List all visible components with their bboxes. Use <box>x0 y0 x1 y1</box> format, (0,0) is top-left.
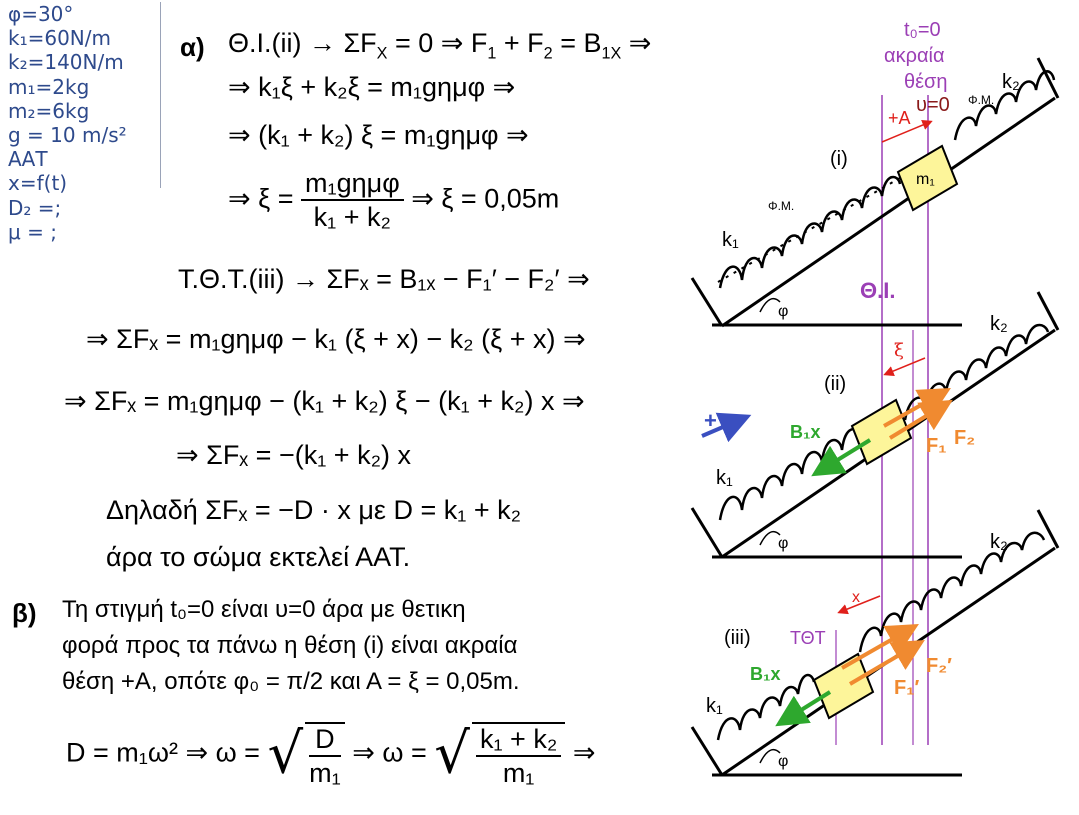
label-plus-a: +A <box>888 108 911 128</box>
label-k1-i: k₁ <box>722 229 739 251</box>
given-m2: m₂=6kg <box>8 98 90 123</box>
label-x: x <box>852 589 860 606</box>
state-ii <box>690 291 1060 559</box>
part-b-text-2: φορά προς τα πάνω η θέση (i) είναι ακραί… <box>62 632 518 659</box>
given-k2: k₂=140N/m <box>8 50 124 75</box>
label-plus-direction: + <box>704 408 717 433</box>
state-iii <box>690 509 1060 777</box>
fraction-xi-num: m₁gημφ <box>301 170 404 201</box>
given-m1: m₁=2kg <box>8 74 90 99</box>
incline-diagram: t₀=0 ακραία θέση υ=0 +A k₂ Φ.Μ. (i) m₁ Φ… <box>690 19 1060 777</box>
fraction-d-num: D <box>309 726 341 757</box>
label-thesi: θέση <box>904 71 948 93</box>
eq-line-1-e: ⇒ <box>621 28 652 58</box>
given-data: φ=30° k₁=60N/m k₂=140N/m m₁=2kg m₂=6kg g… <box>8 2 161 244</box>
given-k1: k₁=60N/m <box>8 26 111 51</box>
label-k1-ii: k₁ <box>716 467 733 489</box>
eq-line-7: ⇒ ΣFₓ = m₁gημφ − (k₁ + k₂) ξ − (k₁ + k₂)… <box>64 386 585 416</box>
sqrt-sign-2: √ <box>434 721 470 787</box>
eq-line-4-b: ⇒ ξ = 0,05m <box>411 183 560 214</box>
eq-omega-end: ⇒ <box>572 737 596 768</box>
eq-line-9: Δηλαδή ΣFₓ = −D · x με D = k₁ + k₂ <box>106 495 522 525</box>
label-theta-i: Θ.Ι. <box>860 278 895 303</box>
fraction-k-num: k₁ + k₂ <box>475 726 562 757</box>
label-m1: m₁ <box>916 171 935 188</box>
plus-a-arrow <box>881 120 933 143</box>
state-i <box>690 57 1060 328</box>
label-xi: ξ <box>894 340 904 361</box>
eq-line-5: Τ.Θ.Τ.(iii) → ΣFₓ = B₁ₓ − F₁′ − F₂′ ⇒ <box>178 264 590 294</box>
eq-omega-left: D = m₁ω² ⇒ ω = <box>66 737 260 768</box>
eq-line-2: ⇒ k₁ξ + k₂ξ = m₁gημφ ⇒ <box>228 72 516 102</box>
given-phi: φ=30° <box>8 2 74 26</box>
label-state-i: (i) <box>830 148 848 170</box>
eq-line-4-a: ⇒ ξ = <box>228 183 294 214</box>
label-t0: t₀=0 <box>904 19 941 41</box>
label-tot: ΤΘΤ <box>790 628 826 648</box>
label-b1x-ii: B₁x <box>790 422 820 442</box>
eq-line-1: Θ.Ι.(ii) → ΣFX = 0 ⇒ F1 + F2 = B1X ⇒ <box>228 28 652 63</box>
label-phi-iii: φ <box>778 753 788 770</box>
eq-line-1-a: Θ.Ι.(ii) → ΣF <box>228 28 377 58</box>
label-k2-i: k₂ <box>1002 71 1020 93</box>
given-g: g = 10 m/s² <box>8 123 127 148</box>
label-k2-ii: k₂ <box>990 313 1008 335</box>
label-f1-iii: F₁′ <box>894 677 919 699</box>
label-phi-i: φ <box>778 303 788 320</box>
eq-line-1-d: = B <box>552 28 602 58</box>
label-state-iii: (iii) <box>724 627 751 649</box>
sqrt-sign-1: √ <box>267 721 304 787</box>
fraction-d-den: m₁ <box>309 758 341 788</box>
label-k1-iii: k₁ <box>706 695 723 717</box>
given-mu: μ = ; <box>8 219 57 244</box>
part-b-text-3: θέση +Α, οπότε φ₀ = π/2 και Α = ξ = 0,05… <box>62 668 520 695</box>
label-f2-iii: F₂′ <box>926 655 952 677</box>
eq-omega-mid: ⇒ ω = <box>352 737 427 768</box>
given-x: x=f(t) <box>8 171 68 196</box>
given-aat: ΑΑΤ <box>8 147 48 172</box>
label-u0: υ=0 <box>916 94 950 116</box>
part-b-label: β) <box>12 598 37 628</box>
eq-line-1-b: = 0 ⇒ F <box>387 28 488 58</box>
part-b-text-1: Τη στιγμή t₀=0 είναι υ=0 άρα με θετικη <box>62 596 466 623</box>
eq-line-3: ⇒ (k₁ + k₂) ξ = m₁gημφ ⇒ <box>228 120 529 150</box>
eq-line-1-c: + F <box>496 28 544 58</box>
eq-line-8: ⇒ ΣFₓ = −(k₁ + k₂) x <box>176 440 412 470</box>
label-k2-iii: k₂ <box>990 531 1008 553</box>
label-f2-ii: F₂ <box>954 427 975 449</box>
label-b1x-iii: B₁x <box>750 664 780 684</box>
label-fm-left: Φ.Μ. <box>768 199 794 213</box>
label-state-ii: (ii) <box>824 373 846 395</box>
label-fm-top: Φ.Μ. <box>968 93 994 107</box>
given-d2: D₂ =; <box>8 195 62 220</box>
label-phi-ii: φ <box>778 535 788 552</box>
fraction-k-den: m₁ <box>502 758 535 788</box>
part-a-label: α) <box>180 32 205 62</box>
eq-line-10: άρα το σώμα εκτελεί ΑΑΤ. <box>106 542 411 572</box>
label-akraia: ακραία <box>884 45 945 67</box>
fraction-xi-den: k₁ + k₂ <box>313 202 392 232</box>
eq-line-6: ⇒ ΣFₓ = m₁gημφ − k₁ (ξ + x) − k₂ (ξ + x)… <box>86 324 586 354</box>
label-f1-ii: F₁ <box>926 435 947 457</box>
